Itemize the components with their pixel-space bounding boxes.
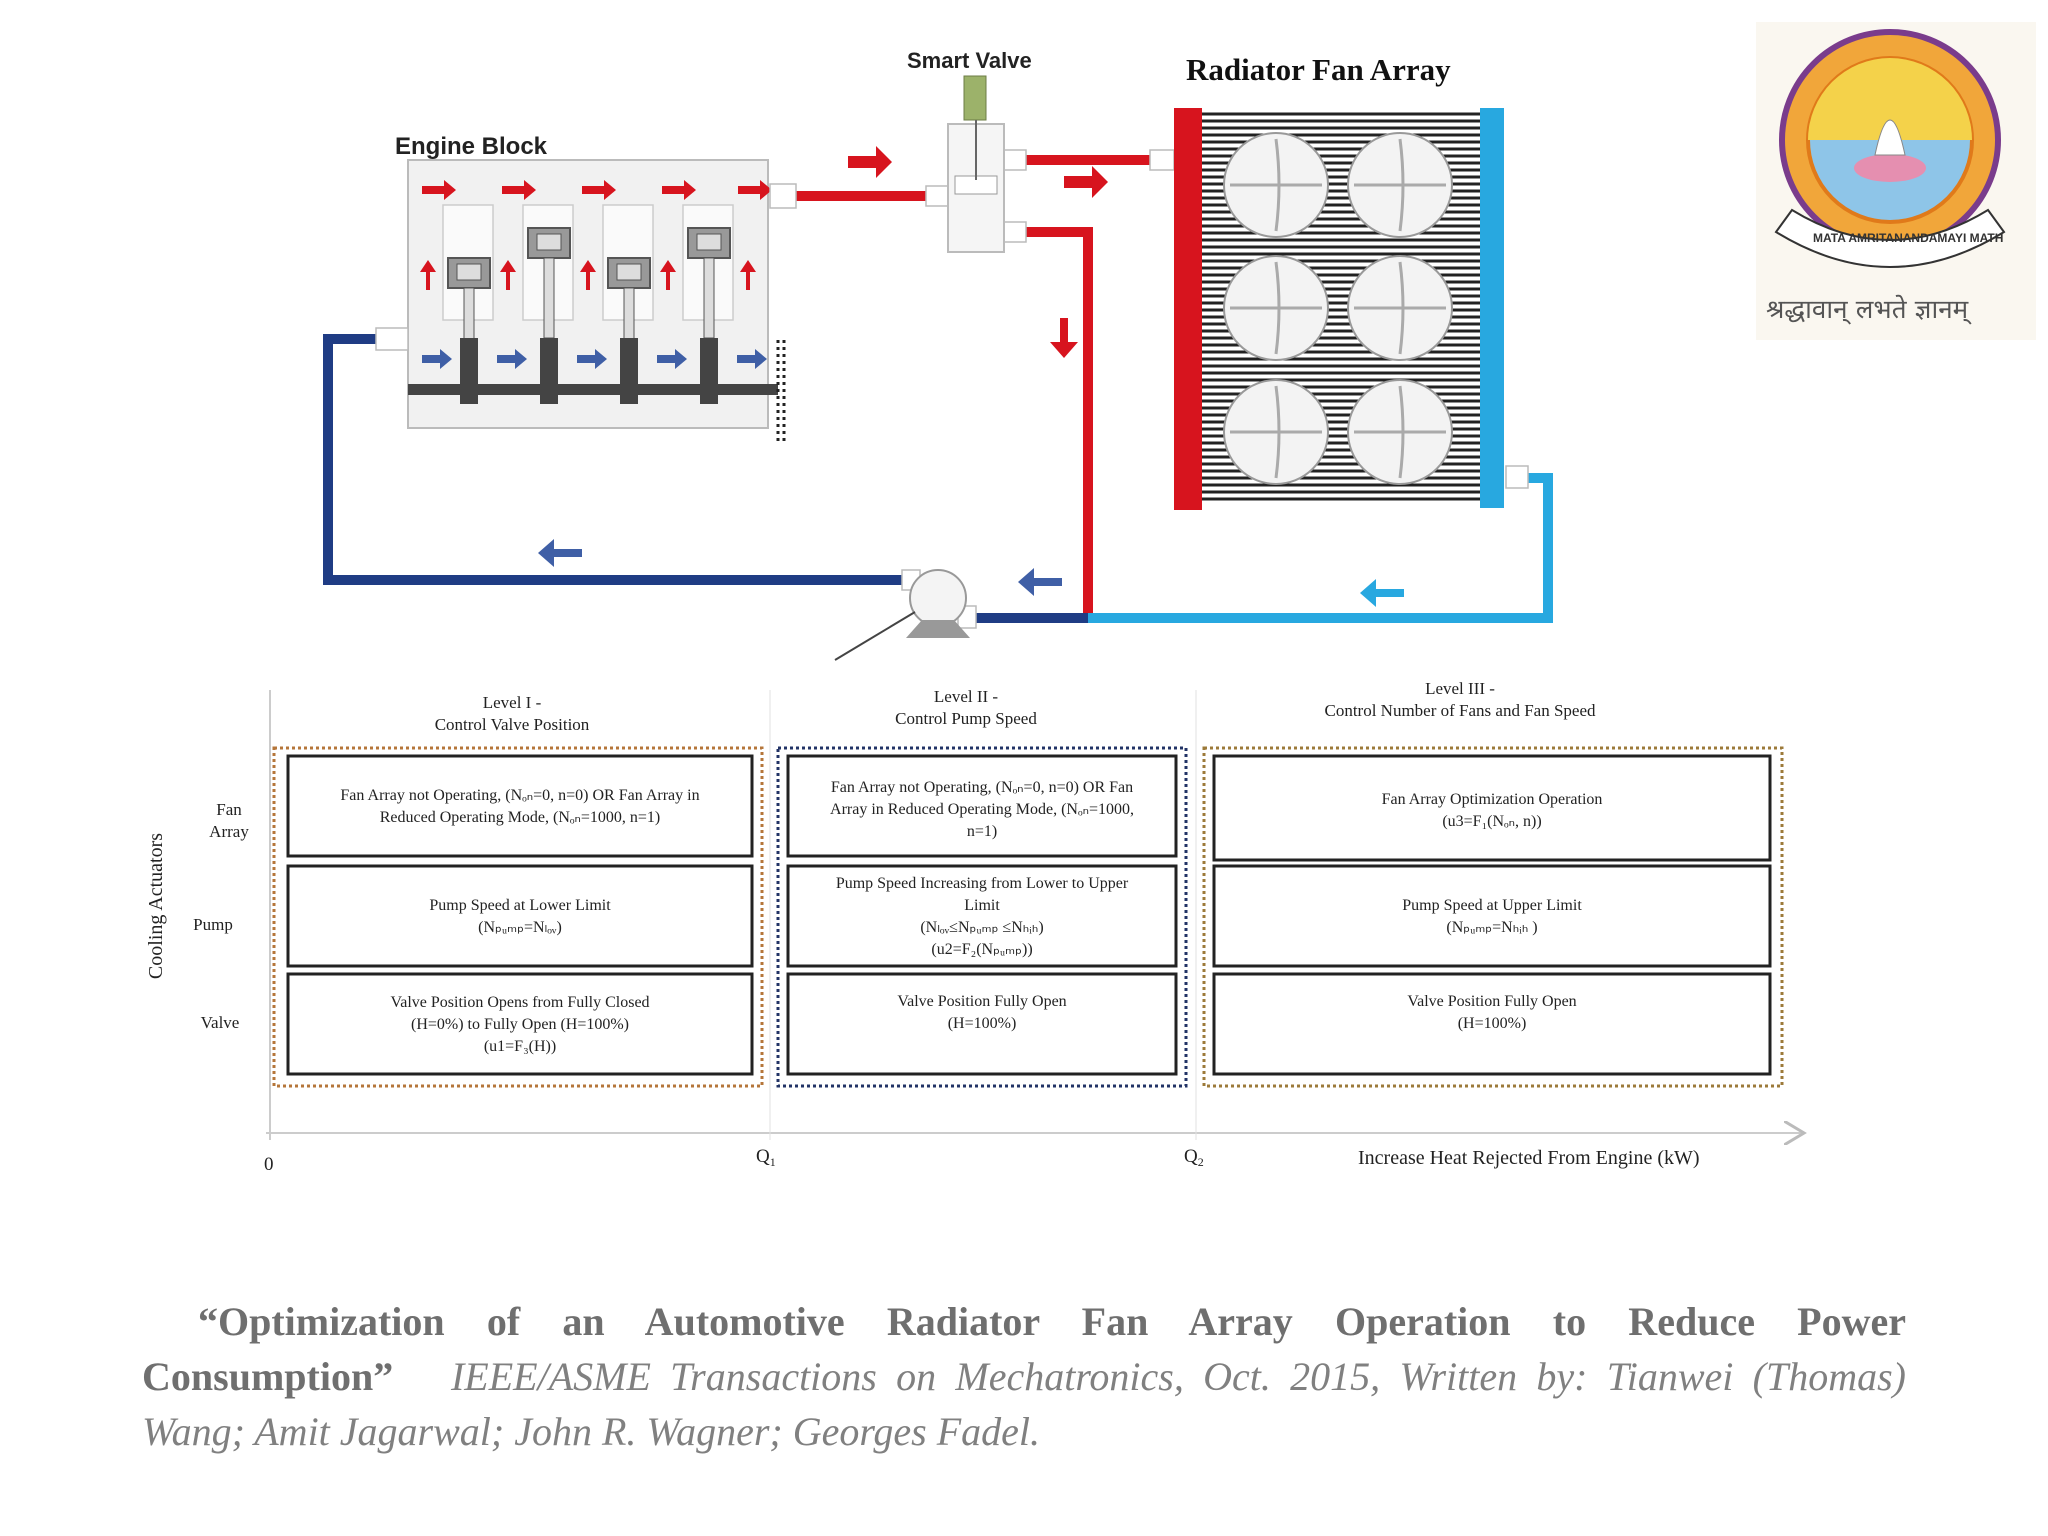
piston-group [447, 227, 731, 357]
fan-icon [1347, 255, 1453, 361]
control-strategy-chart: Level I - Control Valve Position Level I… [145, 679, 1804, 1175]
level-2-subtitle: Control Pump Speed [895, 709, 1037, 728]
cell-l2-fan [786, 754, 1178, 858]
x-axis-q2: Q2 [1184, 1146, 1204, 1169]
paper-citation: IEEE/ASME Transactions on Mechatronics, … [142, 1354, 1906, 1454]
x-axis-q1: Q1 [756, 1146, 776, 1169]
level-3-title: Level III - [1425, 679, 1495, 698]
fan-icon [1347, 132, 1453, 238]
cell-l1-fan [286, 754, 754, 858]
logo-motto: श्रद्धावान् लभते ज्ञानम् [1766, 294, 1972, 325]
level-3-subtitle: Control Number of Fans and Fan Speed [1324, 701, 1596, 720]
radiator: Radiator Fan Array [1174, 52, 1504, 510]
level-1-subtitle: Control Valve Position [435, 715, 590, 734]
cell-l3-fan [1212, 754, 1772, 862]
cell-text-l1-pump: Pump Speed at Lower Limit(Nₚᵤₘₚ=Nₗₒᵥ) [429, 897, 611, 936]
y-axis-title: Cooling Actuators [145, 833, 167, 979]
water-pump [834, 569, 970, 661]
fan-array [1223, 132, 1453, 485]
row-label-pump: Pump [193, 915, 233, 934]
cooling-system-diagram: Engine Block [145, 22, 2036, 1175]
institution-logo: MATA AMRITANANDAMAYI MATH श्रद्धावान् लभ… [1756, 22, 2036, 340]
cell-text-l1-valve: Valve Position Opens from Fully Closed(H… [390, 994, 649, 1055]
fan-icon [1223, 379, 1329, 485]
cell-text-l3-valve: Valve Position Fully Open(H=100%) [1407, 993, 1576, 1032]
cell-text-l2-fan: Fan Array not Operating, (Nₒₙ=0, n=0) OR… [830, 779, 1134, 840]
cell-text-l2-pump: Pump Speed Increasing from Lower to Uppe… [836, 875, 1129, 958]
cell-l3-valve [1212, 972, 1772, 1076]
cell-l1-pump [286, 864, 754, 968]
logo-ribbon-text: MATA AMRITANANDAMAYI MATH [1813, 231, 2003, 245]
x-axis-label: Increase Heat Rejected From Engine (kW) [1358, 1147, 1700, 1169]
cell-text-l1-fan: Fan Array not Operating, (Nₒₙ=0, n=0) OR… [340, 787, 699, 826]
flywheel [776, 340, 786, 445]
fan-icon [1223, 255, 1329, 361]
smart-valve: Smart Valve [907, 48, 1032, 253]
cell-l2-valve [786, 972, 1178, 1076]
engine-block-label: Engine Block [395, 133, 548, 160]
cell-l2-pump [786, 864, 1178, 968]
x-axis-zero: 0 [264, 1154, 274, 1175]
row-label-fan-2: Array [209, 822, 249, 841]
row-label-fan-1: Fan [216, 800, 242, 819]
paper-title: “Optimization of an Automotive Radiator … [142, 1299, 1906, 1399]
level-1-title: Level I - [483, 693, 542, 712]
cell-l1-valve [286, 972, 754, 1076]
fan-icon [1223, 132, 1329, 238]
cell-text-l3-pump: Pump Speed at Upper Limit(Nₚᵤₘₚ=Nₕᵢₕ ) [1402, 897, 1582, 936]
hot-flow-arrows [420, 180, 772, 290]
coolant-pipes [323, 146, 1553, 629]
fan-icon [1347, 379, 1453, 485]
cell-l3-pump [1212, 864, 1772, 968]
cold-flow-arrows [422, 349, 767, 369]
crankshaft [408, 384, 778, 395]
level-2-title: Level II - [934, 687, 999, 706]
cell-text-l2-valve: Valve Position Fully Open(H=100%) [897, 993, 1066, 1032]
cell-text-l3-fan: Fan Array Optimization Operation(u3=F₁(N… [1382, 791, 1603, 830]
citation-caption: “Optimization of an Automotive Radiator … [142, 1294, 1906, 1459]
radiator-label: Radiator Fan Array [1186, 52, 1451, 87]
engine-block: Engine Block [395, 133, 786, 445]
smart-valve-label: Smart Valve [907, 48, 1032, 73]
row-label-valve: Valve [201, 1013, 240, 1032]
